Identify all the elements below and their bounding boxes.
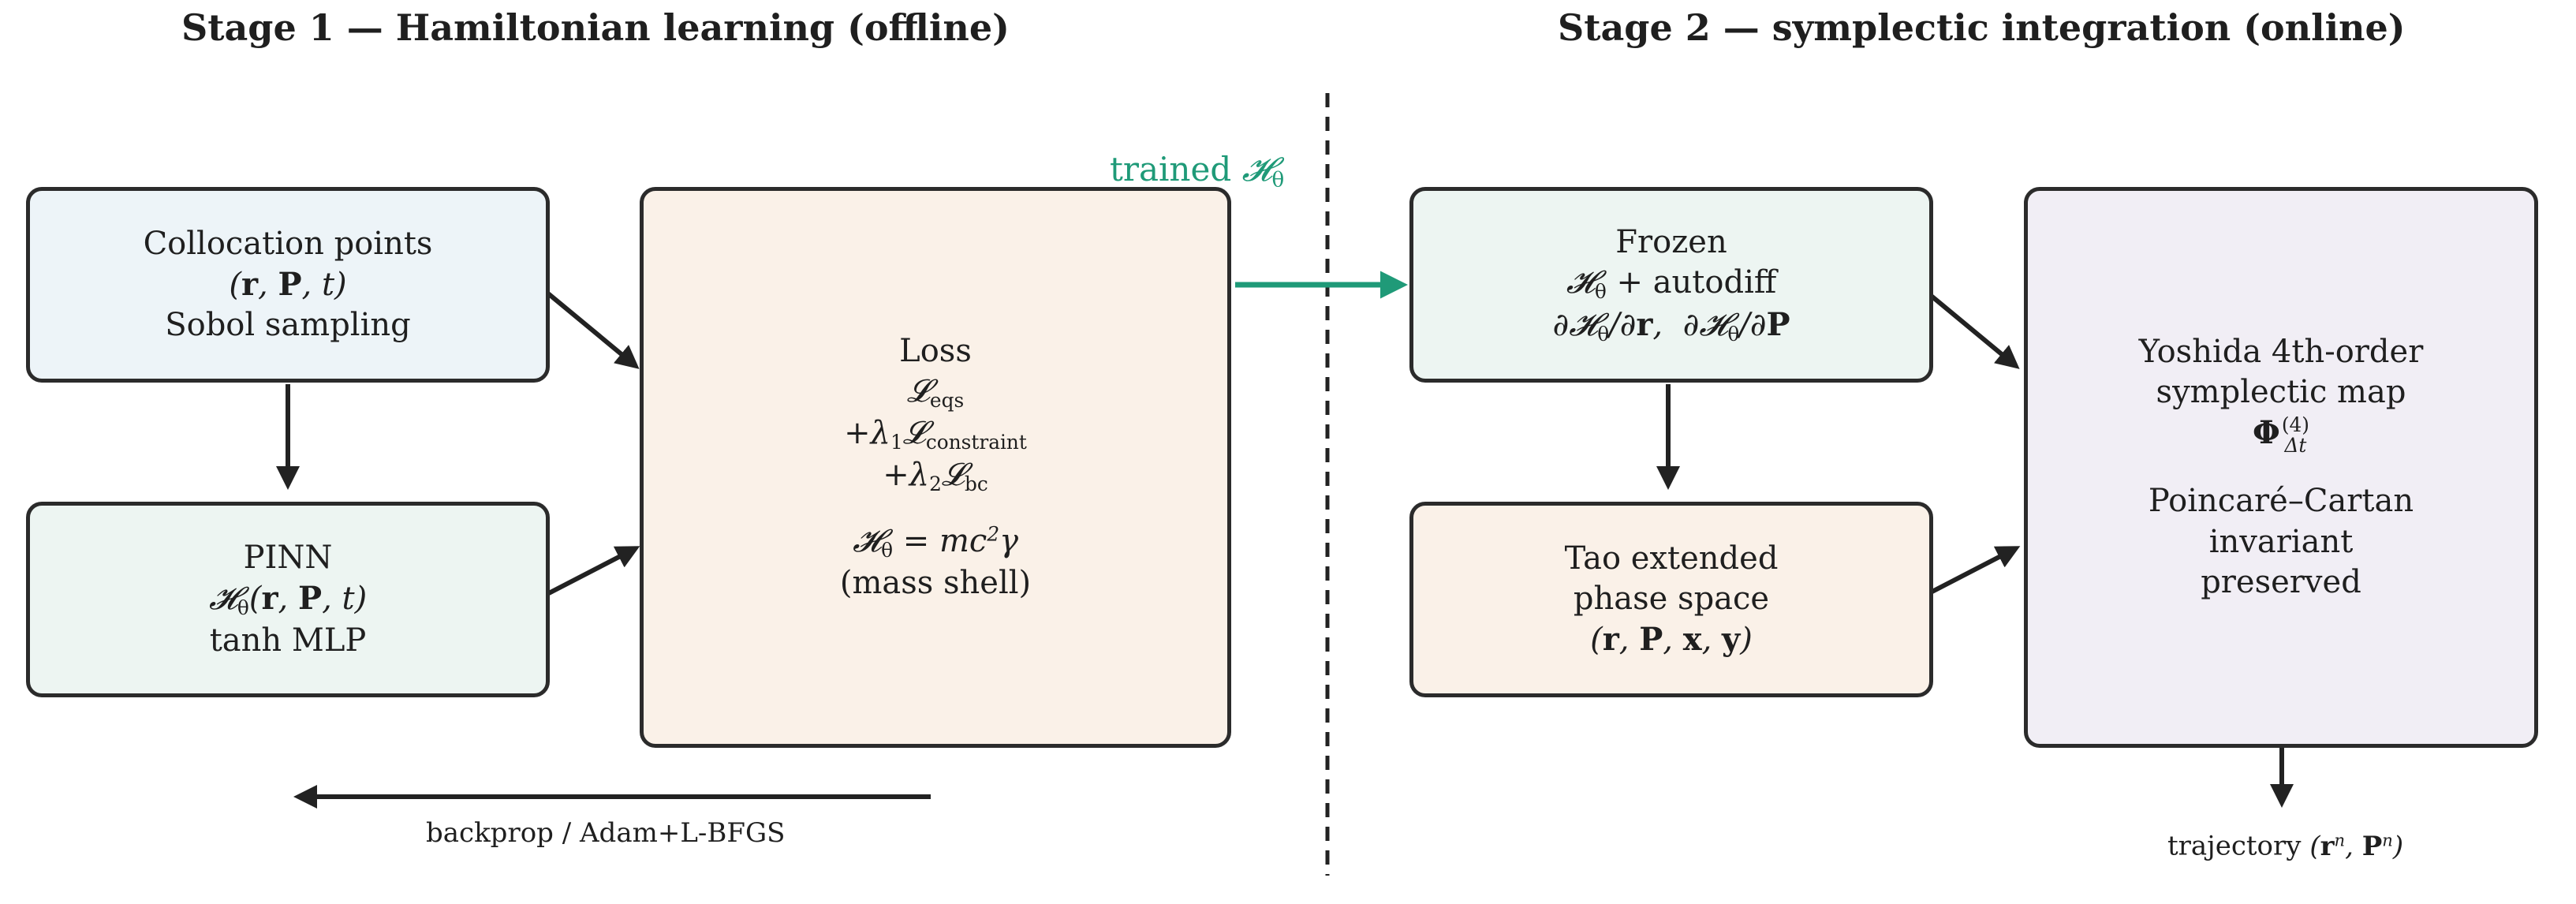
loss-mass-shell-equation: 𝓗θ = mc2γ bbox=[853, 522, 1018, 562]
frozen-box: Frozen 𝓗θ + autodiff ∂𝓗θ/∂r, ∂𝓗θ/∂P bbox=[1409, 187, 1933, 383]
loss-bc-term: +λ2𝓛bc bbox=[883, 456, 988, 495]
yoshida-box: Yoshida 4th-order symplectic map Φ(4)Δt … bbox=[2024, 187, 2538, 748]
arrow-frozen-to-yoshida bbox=[1923, 288, 2020, 369]
yoshida-subtitle: symplectic map bbox=[2156, 374, 2406, 411]
arrow-collocation-to-loss bbox=[543, 288, 640, 369]
frozen-autodiff: 𝓗θ + autodiff bbox=[1566, 264, 1777, 304]
pinn-hamiltonian: 𝓗θ(r, P, t) bbox=[208, 580, 368, 620]
pinn-title: PINN bbox=[243, 539, 333, 576]
loss-box: Loss 𝓛eqs +λ1𝓛constraint +λ2𝓛bc 𝓗θ = mc2… bbox=[640, 187, 1231, 748]
trained-hamiltonian-label: trained 𝓗θ bbox=[1110, 150, 1285, 192]
yoshida-title: Yoshida 4th-order bbox=[2138, 334, 2424, 371]
collocation-box: Collocation points (r, P, t) Sobol sampl… bbox=[26, 187, 550, 383]
yoshida-invariant-name: Poincaré–Cartan bbox=[2148, 483, 2414, 520]
pinn-network-type: tanh MLP bbox=[209, 622, 367, 659]
tao-title: Tao extended bbox=[1564, 540, 1779, 577]
collocation-variables: (r, P, t) bbox=[229, 265, 347, 303]
tao-variables: (r, P, x, y) bbox=[1590, 621, 1753, 659]
frozen-gradients: ∂𝓗θ/∂r, ∂𝓗θ/∂P bbox=[1552, 306, 1790, 346]
yoshida-preserved: preserved bbox=[2201, 563, 2361, 600]
collocation-title: Collocation points bbox=[143, 225, 433, 262]
stage1-title: Stage 1 — Hamiltonian learning (offline) bbox=[181, 6, 1010, 49]
loss-title: Loss bbox=[899, 332, 972, 369]
yoshida-invariant: invariant bbox=[2208, 523, 2354, 560]
loss-mass-shell-label: (mass shell) bbox=[839, 564, 1032, 601]
tao-phase-space: phase space bbox=[1573, 580, 1770, 617]
frozen-title: Frozen bbox=[1615, 224, 1727, 261]
trajectory-label: trajectory (rn, Pn) bbox=[2167, 830, 2404, 862]
arrow-tao-to-yoshida bbox=[1923, 546, 2021, 598]
yoshida-map-symbol: Φ(4)Δt bbox=[2253, 413, 2309, 458]
collocation-sampling: Sobol sampling bbox=[165, 307, 411, 344]
stage2-title: Stage 2 — symplectic integration (online… bbox=[1558, 6, 2406, 49]
pinn-box: PINN 𝓗θ(r, P, t) tanh MLP bbox=[26, 502, 550, 697]
backprop-label: backprop / Adam+L-BFGS bbox=[426, 817, 786, 849]
arrow-pinn-to-loss bbox=[543, 546, 640, 598]
loss-constraint-term: +λ1𝓛constraint bbox=[844, 414, 1027, 454]
tao-box: Tao extended phase space (r, P, x, y) bbox=[1409, 502, 1933, 697]
loss-eqs-term: 𝓛eqs bbox=[906, 373, 965, 413]
